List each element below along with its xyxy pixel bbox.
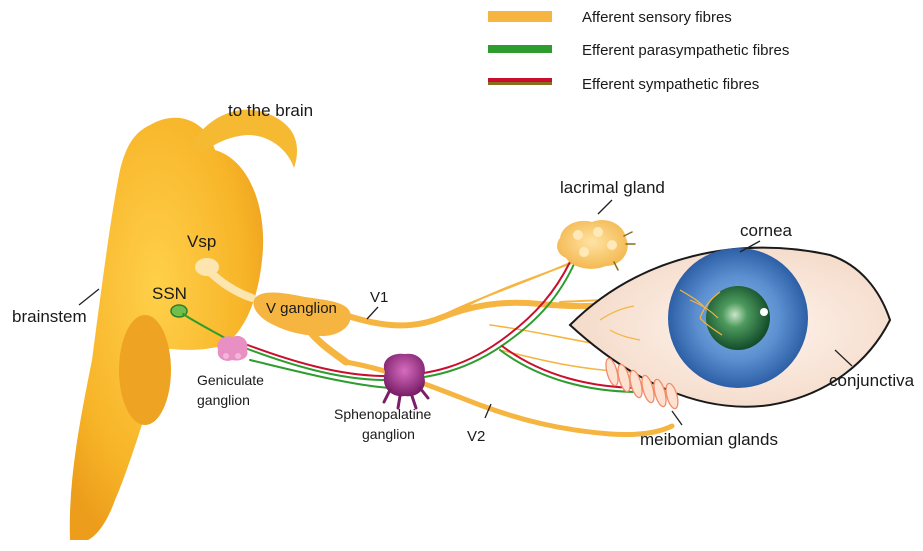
legend-swatch-sympathetic [488,78,552,82]
label-brainstem: brainstem [12,307,87,326]
label-v-ganglion: V ganglion [266,300,337,317]
label-v1: V1 [370,289,388,306]
label-meibomian: meibomian glands [640,430,778,449]
legend-swatch-sympathetic-2 [488,82,552,85]
sphenopalatine-ganglion [384,354,428,408]
legend-label-sympathetic: Efferent sympathetic fibres [582,76,759,93]
label-cornea: cornea [740,221,793,240]
label-lacrimal: lacrimal gland [560,178,665,197]
legend: Afferent sensory fibres Efferent parasym… [488,9,789,93]
label-spheno-2: ganglion [362,426,415,442]
label-ssn: SSN [152,284,187,303]
legend-label-parasympathetic: Efferent parasympathetic fibres [582,42,789,59]
label-geniculate-1: Geniculate [197,372,264,388]
label-v2: V2 [467,428,485,445]
legend-swatch-afferent [488,11,552,22]
label-conjunctiva: conjunctiva [829,371,915,390]
geniculate-ganglion [217,336,247,361]
legend-item-parasympathetic: Efferent parasympathetic fibres [488,42,789,59]
label-vsp: Vsp [187,232,216,251]
label-spheno-1: Sphenopalatine [334,406,432,422]
legend-swatch-parasympathetic [488,45,552,53]
label-to-brain: to the brain [228,101,313,120]
legend-item-afferent: Afferent sensory fibres [488,9,732,26]
brainstem-shape [70,110,297,540]
label-geniculate-2: ganglion [197,392,250,408]
legend-item-sympathetic: Efferent sympathetic fibres [488,76,759,93]
legend-label-afferent: Afferent sensory fibres [582,9,732,26]
